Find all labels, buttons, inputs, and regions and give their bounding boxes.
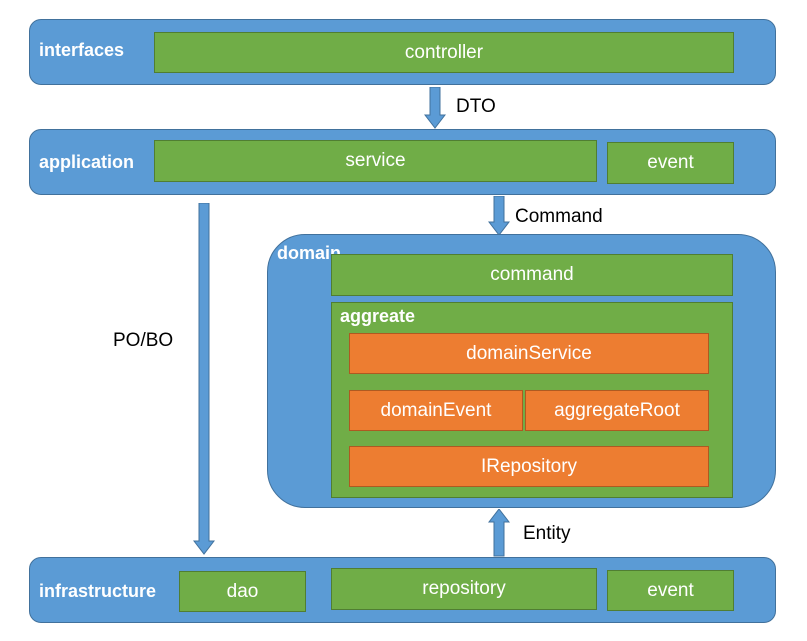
infrastructure-event-box: event: [607, 570, 734, 611]
aggregate-box: aggreate domainService domainEvent aggre…: [331, 302, 733, 498]
application-event-box: event: [607, 142, 734, 184]
command-arrow: [488, 196, 510, 236]
dto-arrow-label: DTO: [456, 96, 496, 117]
domain-layer-label: domain: [277, 243, 342, 263]
aggregate-root-box: aggregateRoot: [525, 390, 709, 431]
domain-command-box: command: [331, 254, 733, 296]
command-arrow-label: Command: [515, 206, 603, 227]
domain-service-box: domainService: [349, 333, 709, 374]
entity-arrow: [488, 509, 510, 557]
service-box: service: [154, 140, 597, 182]
application-layer-label: application: [39, 152, 135, 172]
infrastructure-layer-label: infrastructure: [39, 581, 157, 601]
dao-box: dao: [179, 571, 306, 612]
entity-arrow-label: Entity: [523, 523, 571, 544]
domain-layer: domain command aggreate domainService do…: [267, 234, 776, 508]
infrastructure-layer: infrastructure dao repository event: [29, 557, 776, 623]
po-bo-arrow: [193, 203, 215, 555]
interfaces-layer-label: interfaces: [39, 40, 125, 60]
repository-interface-box: IRepository: [349, 446, 709, 487]
controller-box: controller: [154, 32, 734, 73]
interfaces-layer: interfaces controller: [29, 19, 776, 85]
domain-event-box: domainEvent: [349, 390, 523, 431]
infrastructure-repository-box: repository: [331, 568, 597, 610]
application-layer: application service event: [29, 129, 776, 195]
dto-arrow: [424, 87, 446, 129]
po-bo-arrow-label: PO/BO: [113, 330, 174, 351]
aggregate-label: aggreate: [340, 306, 416, 326]
